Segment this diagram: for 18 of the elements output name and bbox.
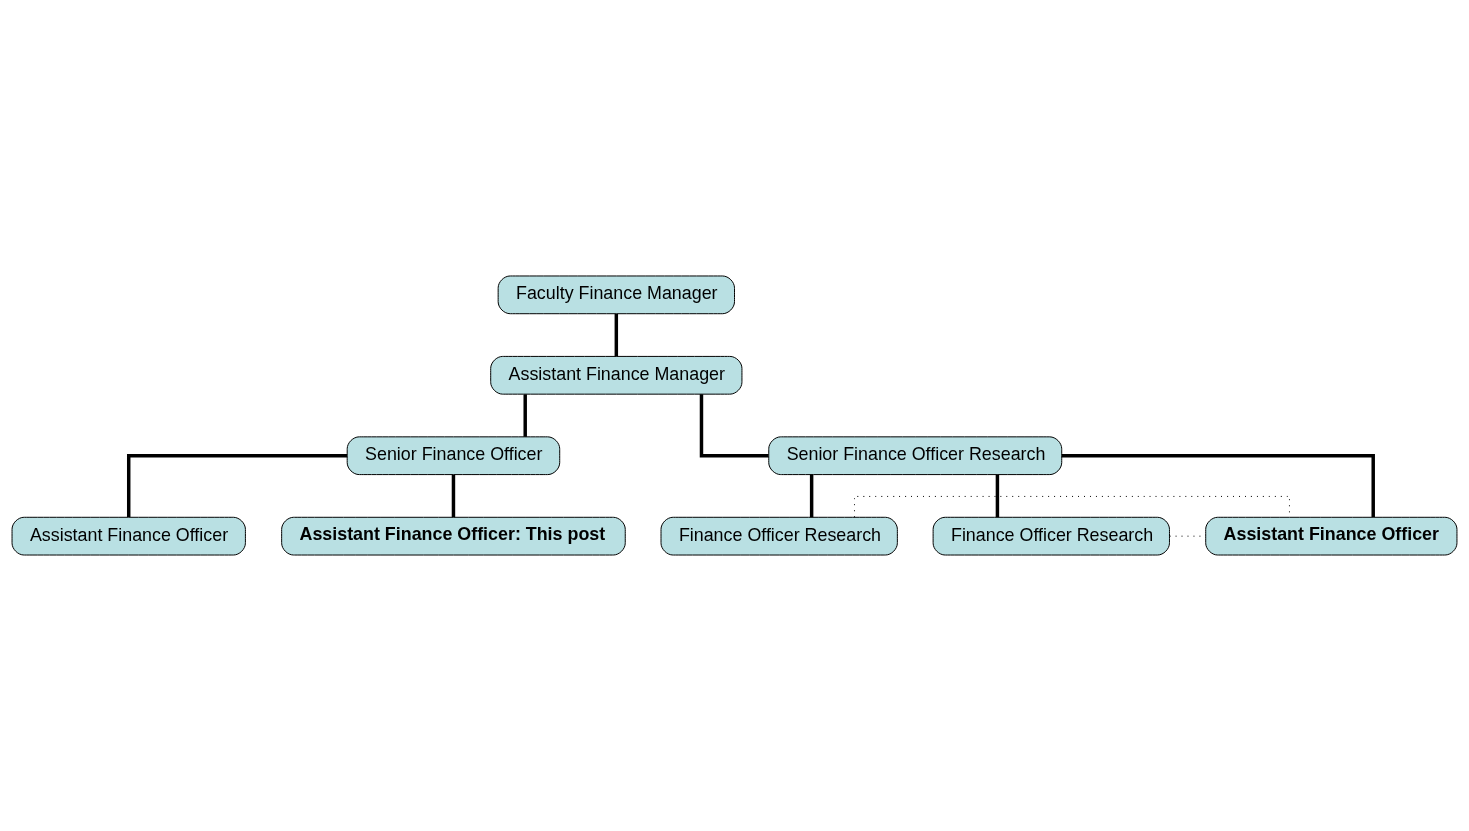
node-box: Finance Officer Research	[932, 516, 1170, 556]
node-box: Faculty Finance Manager	[497, 275, 735, 315]
connector	[523, 394, 527, 437]
node-box: Assistant Finance Officer: This post	[281, 516, 626, 556]
connector	[614, 313, 619, 357]
node-box: Senior Finance Officer	[346, 436, 561, 476]
connector	[451, 474, 456, 518]
node-box: Assistant Finance Officer	[11, 516, 246, 556]
node-box: Senior Finance Officer Research	[768, 436, 1063, 476]
connector	[995, 474, 1000, 518]
connector	[1061, 454, 1375, 518]
node-box: Assistant Finance Officer	[1205, 516, 1458, 556]
connector	[809, 474, 814, 518]
node-box: Assistant Finance Manager	[490, 355, 743, 395]
node-box: Finance Officer Research	[660, 516, 898, 556]
connector	[127, 454, 348, 518]
connector	[699, 394, 769, 458]
connector	[854, 495, 1290, 518]
